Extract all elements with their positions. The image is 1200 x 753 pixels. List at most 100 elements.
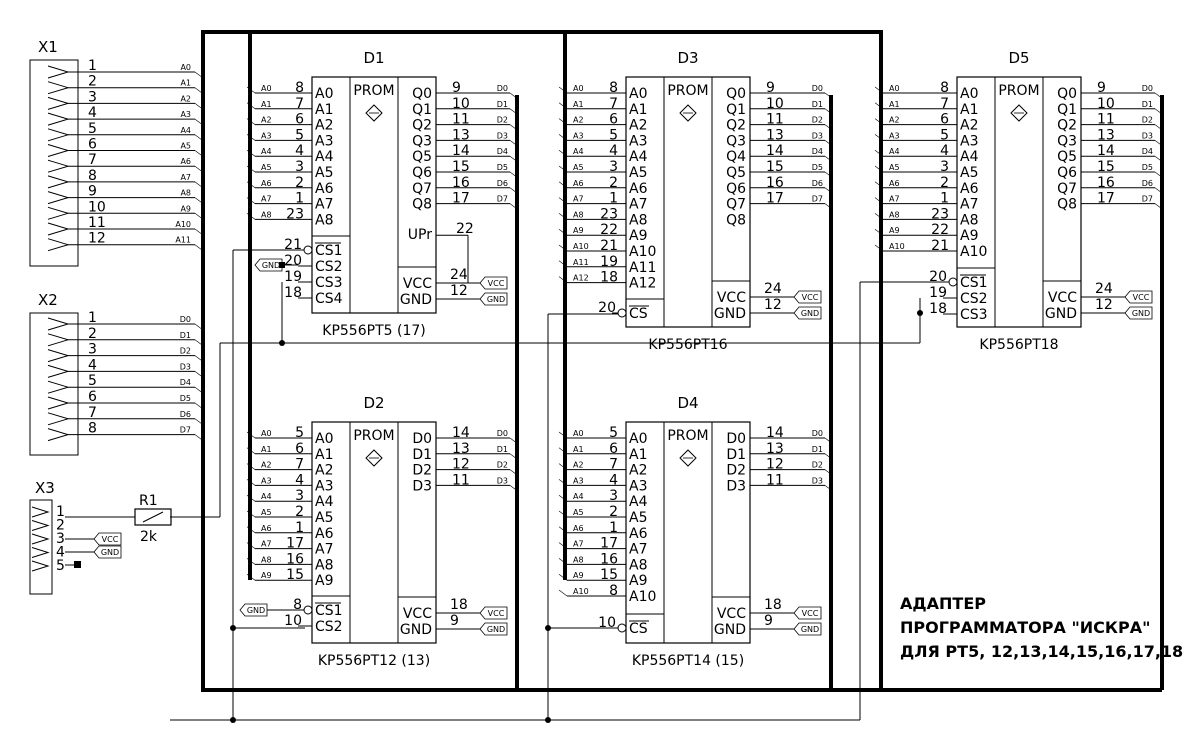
contact-7	[47, 159, 70, 173]
pin-num-7: 7	[940, 96, 949, 112]
pin-a4: A4	[960, 149, 979, 165]
pin-num-11: 11	[452, 472, 470, 488]
pin-num-18: 18	[929, 301, 947, 317]
wire-a1: A1	[261, 445, 272, 454]
chip-name: D4	[677, 394, 698, 412]
pin-num-6: 6	[609, 112, 618, 128]
pin-num-18: 18	[600, 270, 618, 286]
pin-a8: A8	[315, 557, 333, 573]
pin-signal-D2: D2	[180, 347, 191, 356]
pin-num-12: 12	[766, 457, 784, 473]
wire-a6: A6	[889, 179, 900, 188]
pin-signal-A3: A3	[180, 110, 191, 119]
wire-a4: A4	[573, 147, 584, 156]
pin-num-9: 9	[88, 184, 97, 200]
wire-a0: A0	[573, 429, 584, 438]
pin-num-11: 11	[1097, 112, 1115, 128]
contact-x3-4	[31, 547, 50, 558]
wire-d3: D3	[497, 476, 508, 485]
pin-num-1: 1	[295, 520, 304, 536]
pin-a4: A4	[315, 149, 334, 165]
wire-d2: D2	[812, 461, 823, 470]
pin-num-12: 12	[452, 457, 470, 473]
wire-d0: D0	[497, 429, 508, 438]
pin-num-12: 12	[1095, 297, 1113, 313]
pin-num-7: 7	[609, 457, 618, 473]
contact-1	[47, 317, 70, 331]
wire-d7: D7	[1142, 195, 1153, 204]
pin-gnd: GND	[400, 622, 432, 638]
package-label: KP556PT16	[648, 337, 727, 353]
pin-signal-A7: A7	[180, 173, 191, 182]
wire-a1: A1	[261, 100, 272, 109]
prom-label: PROM	[667, 83, 708, 99]
pin-num-2: 2	[88, 326, 97, 342]
pin-a8: A8	[629, 557, 647, 573]
prom-label: PROM	[353, 83, 394, 99]
wire-d3: D3	[1142, 131, 1153, 140]
wire-d5: D5	[497, 163, 508, 172]
cs-inverter-bubble	[303, 245, 313, 255]
pin-num-18: 18	[284, 285, 302, 301]
pin-q5: Q5	[412, 149, 432, 165]
pin-cs1: CS1	[315, 243, 343, 259]
pin-num-12: 12	[764, 297, 782, 313]
pin-num-2: 2	[295, 175, 304, 191]
pin-q3: Q3	[726, 133, 746, 149]
wire-a1: A1	[573, 100, 584, 109]
vcc-flag: VCC	[479, 276, 508, 290]
pin-num-17: 17	[286, 536, 304, 552]
pin-gnd: GND	[714, 306, 746, 322]
pin-num-23: 23	[286, 206, 304, 222]
prom-diamond-icon	[679, 104, 697, 122]
prom-label: PROM	[353, 428, 394, 444]
package-label: KP556PT12 (13)	[318, 653, 430, 669]
pin-num-22: 22	[456, 221, 474, 237]
pin-num-8: 8	[88, 421, 97, 437]
pin-a1: A1	[629, 447, 647, 463]
wire-a3: A3	[261, 131, 272, 140]
pin-a2: A2	[960, 118, 978, 134]
title-block: АДАПТЕР ПРОГРАММАТОРА "ИСКРА" ДЛЯ РТ5, 1…	[900, 594, 1183, 661]
pin-num-3: 3	[88, 342, 97, 358]
pin-num-3: 3	[88, 89, 97, 105]
pin-a7: A7	[629, 542, 647, 558]
pin-a6: A6	[315, 181, 334, 197]
pin-num-9: 9	[764, 613, 773, 629]
pin-num-23: 23	[931, 206, 949, 222]
wire-a2: A2	[889, 116, 900, 125]
pin-q5: Q5	[1057, 149, 1077, 165]
pin-num-10: 10	[1097, 96, 1115, 112]
pin-num-24: 24	[1095, 281, 1113, 297]
wire-d7: D7	[497, 195, 508, 204]
wire-d2: D2	[1142, 116, 1153, 125]
vcc-flag-label: VCC	[802, 609, 819, 618]
wire-d2: D2	[497, 461, 508, 470]
wire-a8: A8	[573, 555, 584, 564]
wire-a12: A12	[573, 274, 589, 283]
contact-1	[47, 65, 70, 79]
pin-q0: Q0	[412, 86, 432, 102]
pin-vcc: VCC	[403, 606, 432, 622]
gnd-flag: GND	[479, 622, 508, 636]
pin-cs2: CS2	[960, 291, 988, 307]
pin-num-6: 6	[295, 112, 304, 128]
wire-d6: D6	[812, 179, 823, 188]
wire-a4: A4	[889, 147, 900, 156]
pin-num-15: 15	[766, 159, 784, 175]
contact-2	[47, 81, 70, 95]
wire-a11: A11	[573, 258, 589, 267]
wire-a7: A7	[261, 195, 272, 204]
pin-num-11: 11	[88, 215, 106, 231]
pin-num-10: 10	[766, 96, 784, 112]
package-label: KP556PT14 (15)	[632, 653, 744, 669]
pin-q2: Q2	[1057, 118, 1077, 134]
pin-num-6: 6	[88, 137, 97, 153]
pin-num-1: 1	[609, 191, 618, 207]
pin-num-15: 15	[286, 567, 304, 583]
pin-signal-A1: A1	[180, 79, 191, 88]
prom-label: PROM	[998, 83, 1039, 99]
pin-signal-D0: D0	[180, 315, 191, 324]
pin-num-5: 5	[609, 425, 618, 441]
